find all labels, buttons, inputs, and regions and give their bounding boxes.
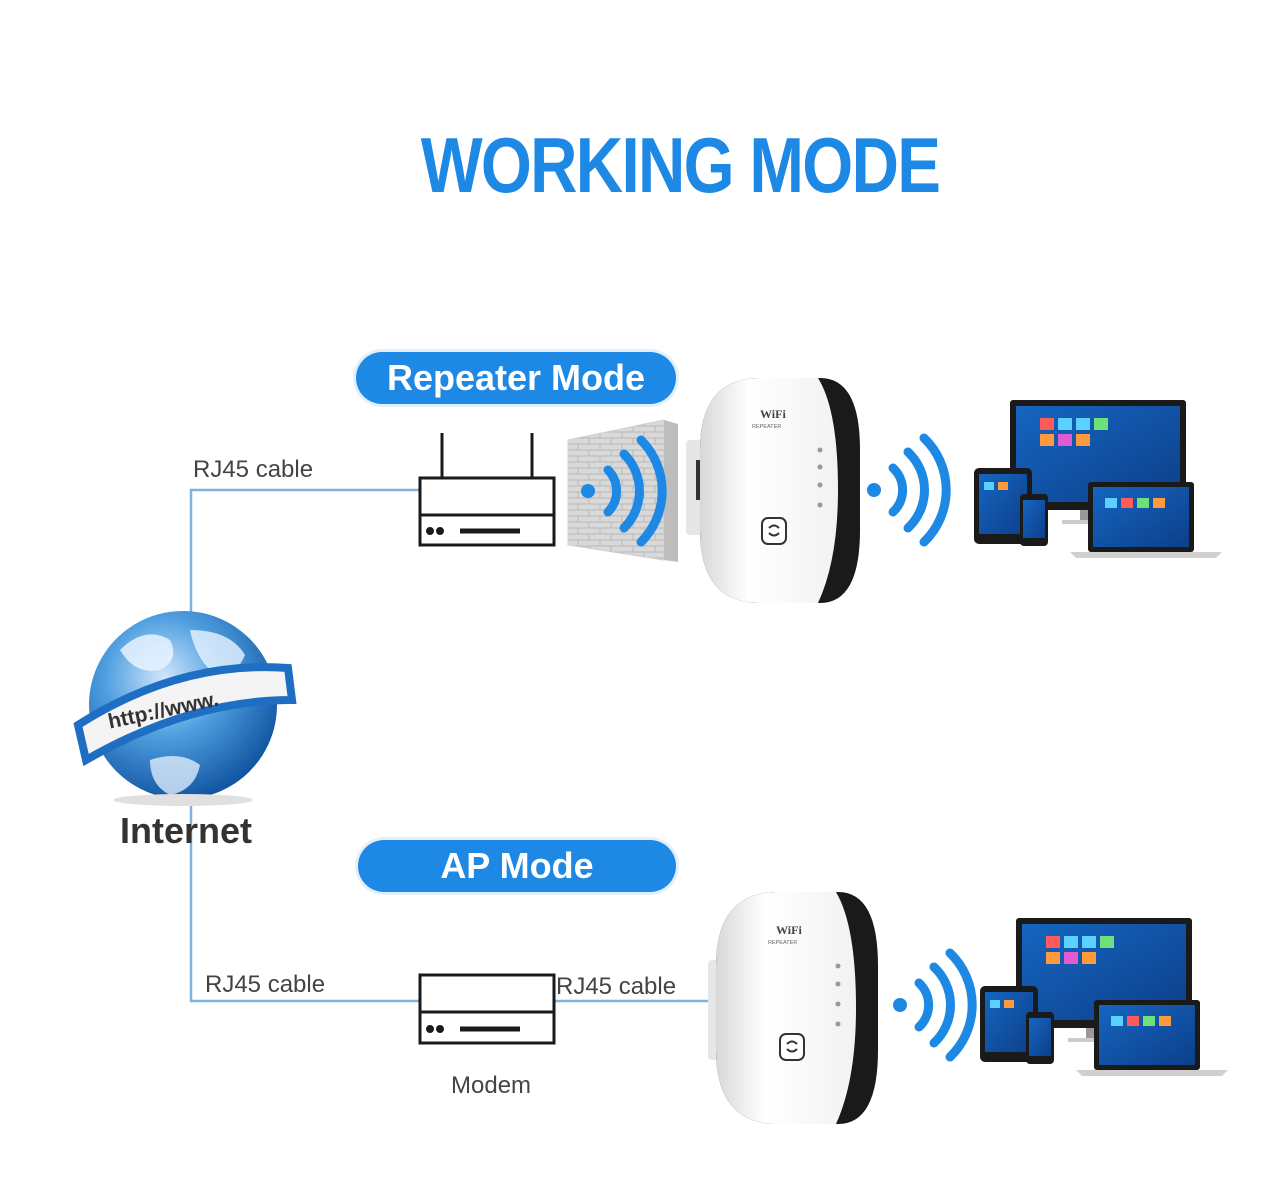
cable-internet-to-router <box>189 488 420 612</box>
repeater-mode-badge: Repeater Mode <box>356 352 676 404</box>
wifi-broadcast-icon <box>893 948 977 1062</box>
phone-icon <box>1026 1012 1054 1064</box>
cable-internet-to-modem <box>189 800 420 1003</box>
modem-icon <box>418 973 556 1045</box>
repeater-cable-label: RJ45 cable <box>193 456 314 483</box>
phone-icon <box>1020 494 1048 546</box>
page-title: WORKING MODE <box>420 121 941 209</box>
device-brand-text: WiFi <box>776 923 802 937</box>
wifi-signal-icon <box>581 435 667 547</box>
router-icon <box>418 433 556 547</box>
ap-device-icon: WiFi REPEATER <box>708 892 878 1124</box>
modem-label: Modem <box>451 1072 532 1099</box>
ap-cable-right-label: RJ45 cable <box>556 973 677 1000</box>
repeater-device-icon: WiFi REPEATER <box>686 378 860 603</box>
ap-cable-left-label: RJ45 cable <box>205 971 326 998</box>
wps-button-icon <box>779 1033 805 1061</box>
client-devices-icon <box>974 400 1222 558</box>
laptop-icon <box>1076 1000 1228 1076</box>
device-brand-subtext: REPEATER <box>768 940 797 946</box>
client-devices-icon <box>980 918 1228 1076</box>
connection-lines <box>189 488 712 1003</box>
globe-shadow <box>113 794 253 806</box>
tablet-icon <box>980 986 1038 1062</box>
tablet-icon <box>974 468 1032 544</box>
device-brand-subtext: REPEATER <box>752 424 781 430</box>
globe-icon <box>73 611 297 799</box>
device-brand-text: WiFi <box>760 407 786 421</box>
status-led-indicators <box>817 447 823 508</box>
internet-label: Internet <box>120 810 253 851</box>
laptop-icon <box>1070 482 1222 558</box>
ap-mode-badge: AP Mode <box>358 840 676 892</box>
status-led-indicators <box>835 963 841 1027</box>
wifi-broadcast-icon <box>867 433 951 547</box>
wps-button-icon <box>761 517 787 545</box>
